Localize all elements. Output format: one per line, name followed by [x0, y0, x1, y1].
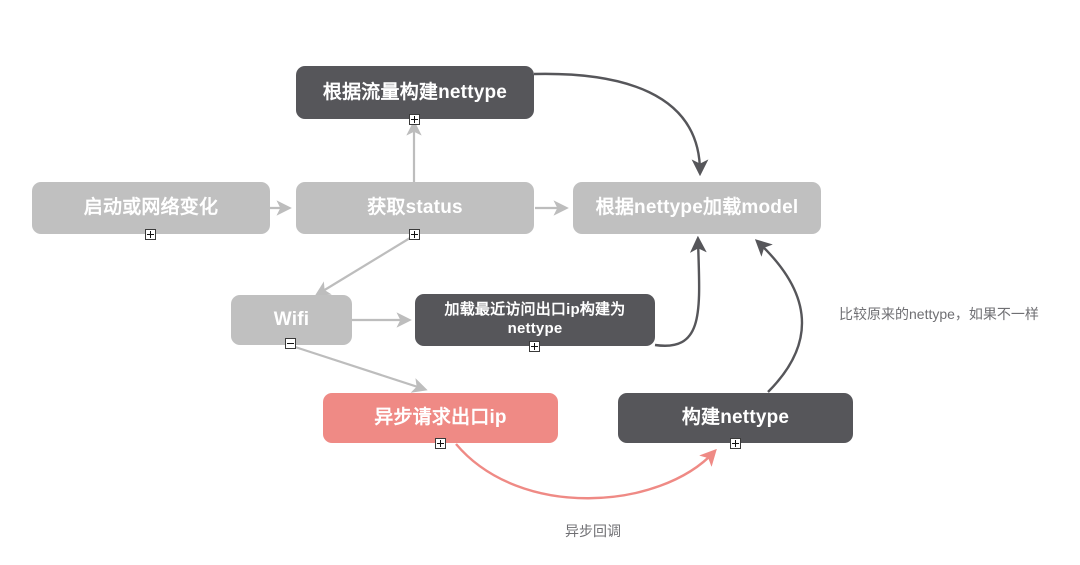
node-get-status-label: 获取status	[367, 197, 463, 219]
node-load-model-by-nettype-label: 根据nettype加载model	[595, 197, 799, 219]
node-build-by-traffic[interactable]: 根据流量构建nettype	[296, 66, 534, 119]
node-wifi[interactable]: Wifi	[231, 295, 352, 345]
node-async-request-exit-ip-toggle[interactable]	[435, 438, 446, 449]
node-wifi-toggle[interactable]	[285, 338, 296, 349]
node-wifi-label: Wifi	[273, 309, 310, 331]
node-load-recent-exit-ip[interactable]: 加载最近访问出口ip构建为nettype	[415, 294, 655, 346]
node-build-nettype-toggle[interactable]	[730, 438, 741, 449]
node-build-by-traffic-toggle[interactable]	[409, 114, 420, 125]
node-start-or-network-change-label: 启动或网络变化	[83, 197, 219, 219]
edge-wifi-to-async-request	[291, 344, 428, 393]
node-start-or-network-change[interactable]: 启动或网络变化	[32, 182, 270, 234]
edge-async-request-to-build-nettype	[455, 443, 717, 500]
node-get-status[interactable]: 获取status	[296, 182, 534, 234]
edge-status-to-wifi	[314, 237, 411, 297]
node-async-request-exit-ip-label: 异步请求出口ip	[374, 407, 507, 429]
node-load-recent-exit-ip-label: 加载最近访问出口ip构建为nettype	[444, 301, 626, 337]
annotation-async-callback: 异步回调	[565, 523, 621, 539]
node-load-recent-exit-ip-toggle[interactable]	[529, 341, 540, 352]
node-start-or-network-change-toggle[interactable]	[145, 229, 156, 240]
node-build-nettype-label: 构建nettype	[681, 407, 790, 429]
node-build-nettype[interactable]: 构建nettype	[618, 393, 853, 443]
edge-load-recent-to-model	[654, 235, 707, 347]
annotation-compare-original-nettype: 比较原来的nettype，如果不一样	[839, 306, 1039, 322]
node-load-model-by-nettype[interactable]: 根据nettype加载model	[573, 182, 821, 234]
edge-build-nettype-to-model	[754, 239, 804, 393]
node-get-status-toggle[interactable]	[409, 229, 420, 240]
edge-traffic-to-model	[533, 72, 709, 177]
node-async-request-exit-ip[interactable]: 异步请求出口ip	[323, 393, 558, 443]
node-build-by-traffic-label: 根据流量构建nettype	[322, 81, 508, 103]
